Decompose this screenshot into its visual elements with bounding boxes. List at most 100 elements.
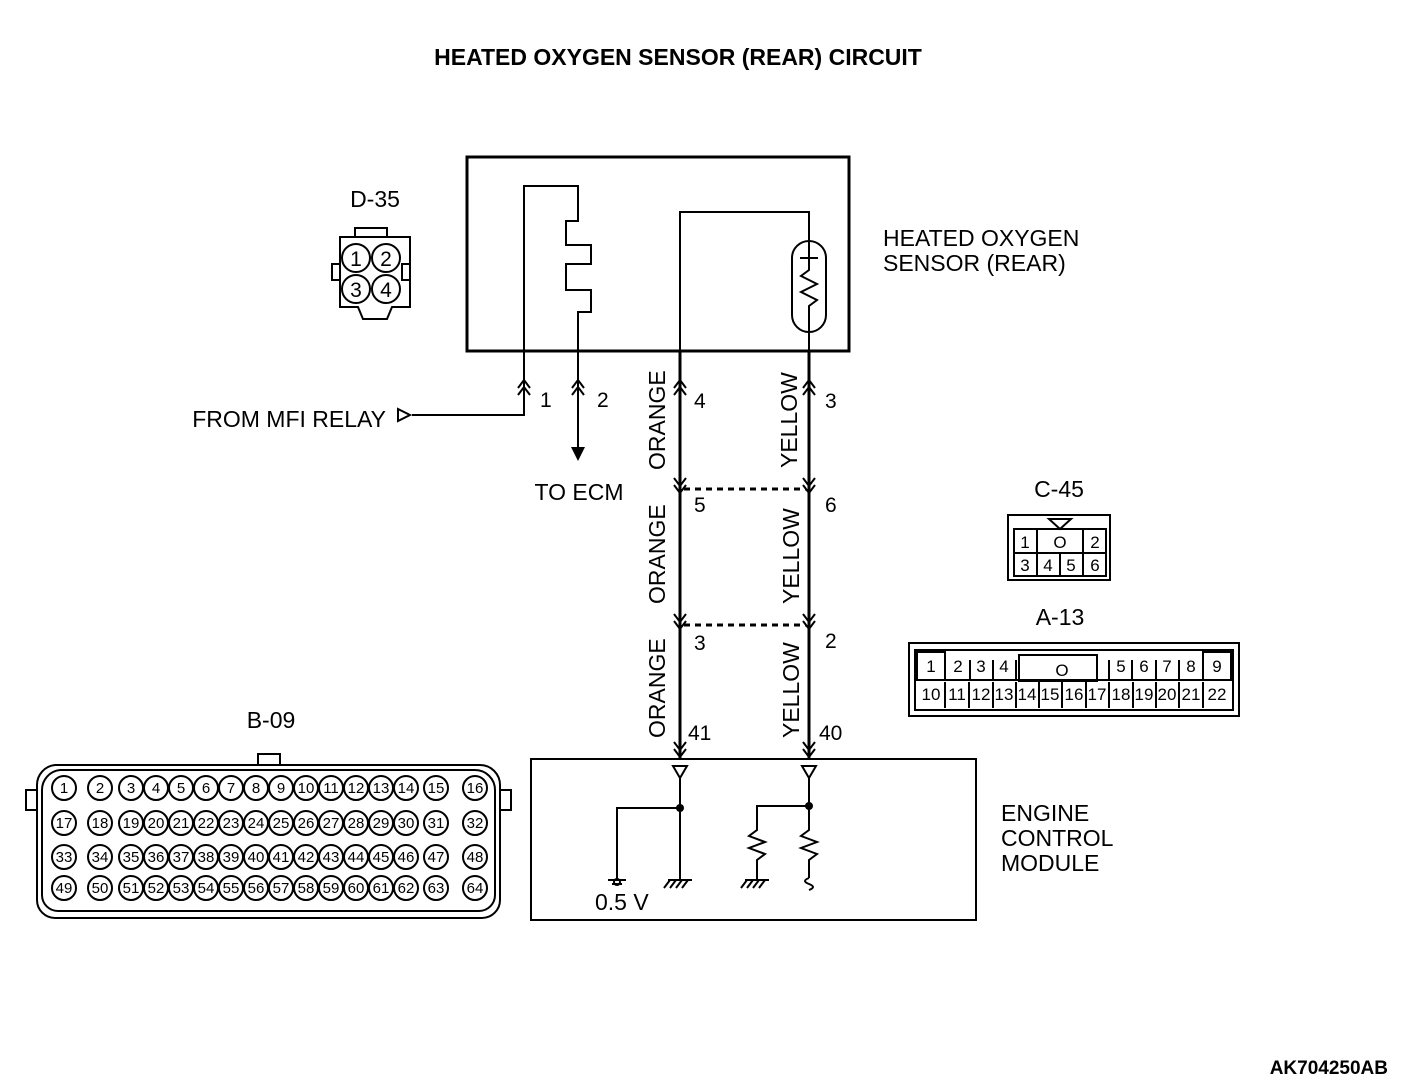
b09-pin-46: 46 <box>398 849 415 866</box>
sensor-label-line1: HEATED OXYGEN <box>883 225 1079 251</box>
b09-pin-circle <box>51 810 77 836</box>
b09-pin-54: 54 <box>198 880 215 897</box>
a13-pin-8: 8 <box>1186 657 1195 676</box>
from-mfi-relay-label: FROM MFI RELAY <box>192 406 386 432</box>
connector-a13-label: A-13 <box>1036 604 1085 630</box>
b09-pin-35: 35 <box>123 849 140 866</box>
b09-pin-3: 3 <box>127 780 135 797</box>
c45-pin-3: 3 <box>1020 556 1029 575</box>
a13-pin-1: 1 <box>926 657 935 676</box>
document-id: AK704250AB <box>1270 1058 1388 1079</box>
diagram-title: HEATED OXYGEN SENSOR (REAR) CIRCUIT <box>434 44 922 70</box>
b09-pin-circle <box>87 844 113 870</box>
c45-center-mark: O <box>1053 533 1066 552</box>
d35-pin-2: 2 <box>380 248 392 271</box>
b09-pin-4: 4 <box>152 780 160 797</box>
b09-pin-12: 12 <box>348 780 365 797</box>
b09-pin-53: 53 <box>173 880 190 897</box>
b09-pin-57: 57 <box>273 880 290 897</box>
a13-pin-14: 14 <box>1018 685 1037 704</box>
b09-pin-43: 43 <box>323 849 340 866</box>
yellow-label-1: YELLOW <box>776 372 802 468</box>
b09-pin-23: 23 <box>223 815 240 832</box>
b09-pin-64: 64 <box>467 880 484 897</box>
heater-pin-1: 1 <box>540 389 552 412</box>
b09-pin-8: 8 <box>252 780 260 797</box>
b09-pin-9: 9 <box>277 780 285 797</box>
d35-pin-1: 1 <box>350 248 362 271</box>
orange-label-3: ORANGE <box>644 638 670 738</box>
b09-pin-circle <box>462 775 488 801</box>
b09-pin-48: 48 <box>467 849 484 866</box>
b09-pin-41: 41 <box>273 849 290 866</box>
b09-pin-63: 63 <box>428 880 445 897</box>
a13-pin-7: 7 <box>1162 657 1171 676</box>
yellow-pin-2: 2 <box>825 630 837 653</box>
connector-c45-label: C-45 <box>1034 476 1084 502</box>
orange-wire: 4 5 3 41 ORANGE ORANGE ORANGE <box>644 351 711 760</box>
b09-pin-circle <box>462 875 488 901</box>
b09-pin-11: 11 <box>323 780 339 797</box>
ecm-label-line2: CONTROL <box>1001 825 1114 851</box>
c45-pin-6: 6 <box>1090 556 1099 575</box>
a13-pin-9: 9 <box>1212 657 1221 676</box>
c45-pin-1: 1 <box>1020 533 1029 552</box>
b09-pin-31: 31 <box>428 815 445 832</box>
b09-pin-circle <box>423 844 449 870</box>
b09-pin-17: 17 <box>56 815 73 832</box>
b09-pin-18: 18 <box>92 815 109 832</box>
b09-pin-61: 61 <box>373 880 390 897</box>
b09-pin-circle <box>393 775 419 801</box>
yellow-label-2: YELLOW <box>778 508 804 604</box>
b09-pin-55: 55 <box>223 880 240 897</box>
yellow-label-3: YELLOW <box>778 642 804 738</box>
b09-pin-50: 50 <box>92 880 109 897</box>
c45-pin-5: 5 <box>1066 556 1075 575</box>
to-ecm-label: TO ECM <box>534 479 623 505</box>
b09-pin-32: 32 <box>467 815 484 832</box>
b09-pin-22: 22 <box>198 815 215 832</box>
a13-pin-4: 4 <box>999 657 1008 676</box>
orange-pin-4: 4 <box>694 390 706 413</box>
b09-pin-circle <box>87 775 113 801</box>
b09-pin-2: 2 <box>96 780 104 797</box>
b09-pin-5: 5 <box>177 780 185 797</box>
a13-pin-19: 19 <box>1135 685 1154 704</box>
b09-pin-26: 26 <box>298 815 315 832</box>
b09-pin-circle <box>393 844 419 870</box>
orange-pin-5: 5 <box>694 494 706 517</box>
ecm-reference-voltage: 0.5 V <box>595 889 649 915</box>
b09-pin-21: 21 <box>173 815 190 832</box>
a13-pin-18: 18 <box>1112 685 1131 704</box>
orange-label-2: ORANGE <box>644 504 670 604</box>
a13-pin-13: 13 <box>995 685 1014 704</box>
ecm-label-line3: MODULE <box>1001 850 1099 876</box>
b09-pin-circle <box>423 810 449 836</box>
b09-pin-circle <box>51 844 77 870</box>
heater-pin-2: 2 <box>597 389 609 412</box>
ecm-label-line1: ENGINE <box>1001 800 1089 826</box>
a13-pin-21: 21 <box>1182 685 1201 704</box>
b09-pin-6: 6 <box>202 780 210 797</box>
orange-pin-3: 3 <box>694 632 706 655</box>
connector-c45: C-45 1 O 2 3 4 5 6 <box>1007 476 1111 581</box>
b09-pin-1: 1 <box>60 780 68 797</box>
b09-pin-60: 60 <box>348 880 365 897</box>
b09-pin-circle <box>393 875 419 901</box>
yellow-pin-3: 3 <box>825 390 837 413</box>
b09-pin-7: 7 <box>227 780 235 797</box>
b09-pin-40: 40 <box>248 849 265 866</box>
a13-pin-6: 6 <box>1139 657 1148 676</box>
b09-pin-24: 24 <box>248 815 265 832</box>
b09-pin-circle <box>87 875 113 901</box>
b09-pin-25: 25 <box>273 815 290 832</box>
a13-pin-5: 5 <box>1116 657 1125 676</box>
d35-pin-3: 3 <box>350 279 362 302</box>
b09-pin-51: 51 <box>123 880 140 897</box>
orange-pin-41: 41 <box>688 722 711 745</box>
connector-d35-label: D-35 <box>350 186 400 212</box>
c45-pin-2: 2 <box>1090 533 1099 552</box>
a13-pin-2: 2 <box>953 657 962 676</box>
